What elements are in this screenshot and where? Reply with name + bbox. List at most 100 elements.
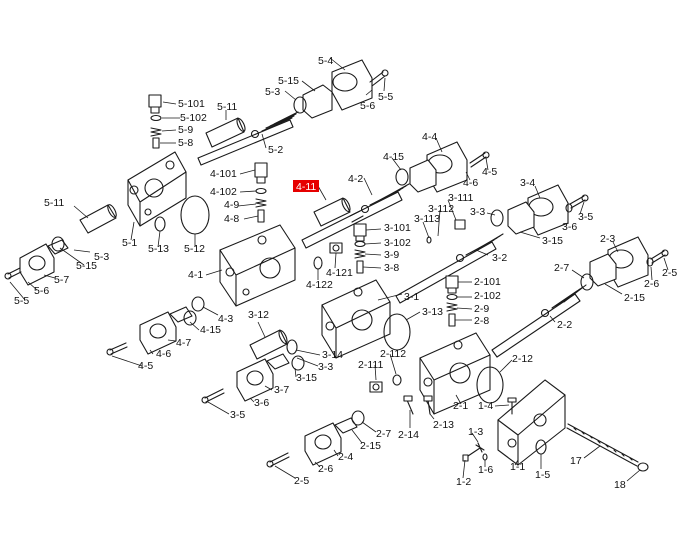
- part-label-4-1[interactable]: 4-1: [188, 269, 203, 281]
- part-label-3-6b[interactable]: 3-6: [254, 397, 269, 409]
- cover-4-7: [139, 306, 193, 355]
- part-label-2-102[interactable]: 2-102: [474, 290, 501, 302]
- part-label-5-5a[interactable]: 5-5: [378, 91, 393, 103]
- part-label-2-15a[interactable]: 2-15: [624, 292, 645, 304]
- part-label-3-8[interactable]: 3-8: [384, 262, 399, 274]
- part-label-4-3[interactable]: 4-3: [218, 313, 233, 325]
- part-label-3-13[interactable]: 3-13: [422, 306, 443, 318]
- part-label-2-13[interactable]: 2-13: [433, 419, 454, 431]
- part-label-1-5[interactable]: 1-5: [535, 469, 550, 481]
- part-label-5-11b[interactable]: 5-11: [44, 197, 64, 209]
- part-label-4-7[interactable]: 4-7: [176, 337, 191, 349]
- part-label-4-101[interactable]: 4-101: [210, 168, 237, 180]
- part-label-2-8[interactable]: 2-8: [474, 315, 489, 327]
- part-label-4-121[interactable]: 4-121: [326, 267, 353, 279]
- part-label-2-9[interactable]: 2-9: [474, 303, 489, 315]
- part-label-3-3b[interactable]: 3-3: [318, 361, 333, 373]
- part-label-4-5b[interactable]: 4-5: [138, 360, 153, 372]
- part-label-2-15b[interactable]: 2-15: [360, 440, 381, 452]
- part-label-3-102[interactable]: 3-102: [384, 237, 411, 249]
- part-label-5-8[interactable]: 5-8: [178, 137, 193, 149]
- part-label-5-5b[interactable]: 5-5: [14, 295, 29, 307]
- part-label-2-7a[interactable]: 2-7: [554, 262, 569, 274]
- screw-1-4: [507, 397, 517, 415]
- part-label-2-14[interactable]: 2-14: [398, 429, 419, 441]
- part-label-5-6b[interactable]: 5-6: [34, 285, 49, 297]
- part-label-3-12[interactable]: 3-12: [248, 309, 269, 321]
- part-label-5-102[interactable]: 5-102: [180, 112, 207, 124]
- part-label-4-2[interactable]: 4-2: [348, 173, 363, 185]
- part-label-1-1[interactable]: 1-1: [510, 461, 525, 473]
- part-label-3-101[interactable]: 3-101: [384, 222, 411, 234]
- part-label-3-15b[interactable]: 3-15: [296, 372, 317, 384]
- part-label-3-14[interactable]: 3-14: [322, 349, 343, 361]
- valve-body-3-1: [321, 279, 391, 359]
- part-label-2-6a[interactable]: 2-6: [644, 278, 659, 290]
- part-label-1-2[interactable]: 1-2: [456, 476, 471, 488]
- part-label-1-4[interactable]: 1-4: [478, 400, 493, 412]
- part-label-4-15a[interactable]: 4-15: [383, 151, 404, 163]
- part-label-2-112[interactable]: 2-112: [380, 348, 406, 360]
- part-label-4-102[interactable]: 4-102: [210, 186, 237, 198]
- part-label-4-11[interactable]: 4-11: [296, 181, 316, 193]
- part-label-3-6a[interactable]: 3-6: [562, 221, 577, 233]
- part-label-3-7[interactable]: 3-7: [274, 384, 289, 396]
- cover-4-4: [409, 141, 468, 193]
- poppet-2-8: [448, 313, 456, 327]
- part-label-5-3a[interactable]: 5-3: [265, 86, 280, 98]
- part-label-5-1[interactable]: 5-1: [122, 237, 137, 249]
- part-label-18[interactable]: 18: [614, 479, 626, 491]
- part-label-2-2[interactable]: 2-2: [557, 319, 572, 331]
- part-label-17[interactable]: 17: [570, 455, 582, 467]
- part-label-2-4[interactable]: 2-4: [338, 451, 353, 463]
- part-label-2-5a[interactable]: 2-5: [662, 267, 677, 279]
- oring-4-15-upper: [395, 168, 409, 186]
- part-label-3-113[interactable]: 3-113: [414, 213, 440, 225]
- part-label-5-15[interactable]: 5-15: [278, 75, 299, 87]
- part-label-4-15b[interactable]: 4-15: [200, 324, 221, 336]
- part-label-2-111[interactable]: 2-111: [358, 359, 383, 371]
- part-label-4-6a[interactable]: 4-6: [463, 177, 478, 189]
- part-label-3-5a[interactable]: 3-5: [578, 211, 593, 223]
- part-label-5-4[interactable]: 5-4: [318, 55, 333, 67]
- part-label-3-112[interactable]: 3-112: [428, 203, 454, 215]
- oring-5-3-lower: [51, 236, 65, 252]
- part-label-5-2[interactable]: 5-2: [268, 144, 283, 156]
- part-label-2-3a[interactable]: 2-3: [600, 233, 615, 245]
- part-label-2-12[interactable]: 2-12: [512, 353, 533, 365]
- part-label-3-4[interactable]: 3-4: [520, 177, 535, 189]
- part-label-5-13[interactable]: 5-13: [148, 243, 169, 255]
- part-label-4-9[interactable]: 4-9: [224, 199, 239, 211]
- part-label-5-3b[interactable]: 5-3: [94, 251, 109, 263]
- poppet-3-8: [356, 260, 364, 274]
- part-label-5-7[interactable]: 5-7: [54, 274, 69, 286]
- part-label-4-122[interactable]: 4-122: [306, 279, 333, 291]
- part-label-5-11a[interactable]: 5-11: [217, 101, 237, 113]
- part-label-4-4[interactable]: 4-4: [422, 131, 437, 143]
- part-label-4-5a[interactable]: 4-5: [482, 166, 497, 178]
- part-label-5-6a[interactable]: 5-6: [360, 100, 375, 112]
- part-label-5-9[interactable]: 5-9: [178, 124, 193, 136]
- spool-4-2: [301, 183, 410, 249]
- part-label-3-3a[interactable]: 3-3: [470, 206, 485, 218]
- part-label-2-6b[interactable]: 2-6: [318, 463, 333, 475]
- part-label-4-8[interactable]: 4-8: [224, 213, 239, 225]
- part-label-2-1[interactable]: 2-1: [453, 400, 468, 412]
- part-label-5-101[interactable]: 5-101: [178, 98, 205, 110]
- bolt-5-5-upper: [369, 69, 389, 87]
- part-label-2-101[interactable]: 2-101: [474, 276, 501, 288]
- part-label-2-5b[interactable]: 2-5: [294, 475, 309, 487]
- part-label-4-6b[interactable]: 4-6: [156, 348, 171, 360]
- part-label-3-9[interactable]: 3-9: [384, 249, 399, 261]
- part-label-3-15a[interactable]: 3-15: [542, 235, 563, 247]
- part-label-1-3[interactable]: 1-3: [468, 426, 483, 438]
- part-label-3-1[interactable]: 3-1: [404, 291, 419, 303]
- part-label-5-12[interactable]: 5-12: [184, 243, 205, 255]
- part-label-5-15b[interactable]: 5-15: [76, 260, 97, 272]
- part-label-3-5b[interactable]: 3-5: [230, 409, 245, 421]
- part-label-3-2[interactable]: 3-2: [492, 252, 507, 264]
- part-label-2-7b[interactable]: 2-7: [376, 428, 391, 440]
- part-label-3-111[interactable]: 3-111: [448, 192, 473, 204]
- part-label-1-6[interactable]: 1-6: [478, 464, 493, 476]
